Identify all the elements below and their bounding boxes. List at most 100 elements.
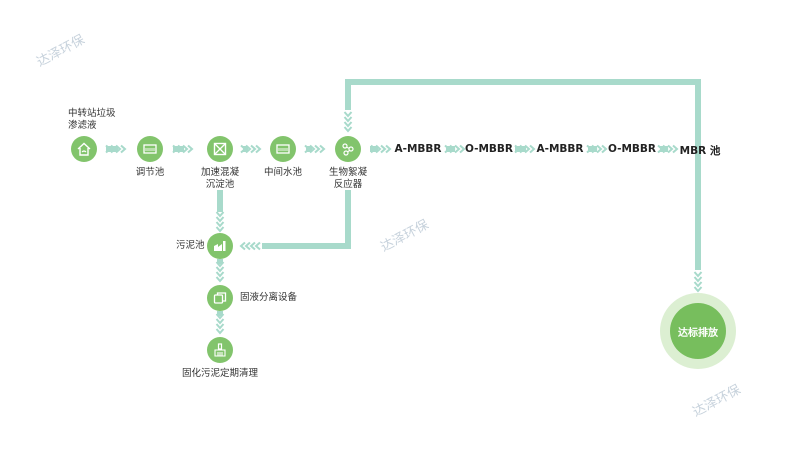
- arrow-coagulation-to-sludge: [215, 211, 225, 233]
- flow-chevron: [370, 144, 377, 154]
- bio-flocculation-node: [335, 136, 361, 162]
- discharge-label: 达标排放: [678, 327, 718, 339]
- sludge-tank-node: [207, 233, 233, 259]
- flow-chevron: [693, 281, 703, 288]
- arrow-to-a-mbbr: [370, 144, 392, 154]
- flow-chevron: [319, 144, 326, 154]
- flow-chevron: [601, 144, 608, 154]
- arrow-to-regulating-tank: [105, 144, 127, 154]
- flow-chevron: [215, 313, 225, 320]
- arrow-to-sludge-tank: [239, 241, 261, 251]
- flow-chevron: [255, 144, 262, 154]
- arrow-to-o-mbbr: [444, 144, 466, 154]
- flow-chevron: [120, 144, 127, 154]
- arrow-to-discharge: [693, 271, 703, 293]
- flow-chevron: [657, 144, 664, 154]
- coagulation-node: [207, 136, 233, 162]
- flow-chevron: [245, 144, 252, 154]
- mixer-icon: [213, 142, 227, 156]
- stage-o-mbbr-1: O-MBBR: [464, 143, 514, 155]
- flow-chevron: [529, 144, 536, 154]
- flow-chevron: [343, 116, 353, 123]
- flow-chevron: [244, 241, 251, 251]
- flow-chevron: [250, 144, 257, 154]
- sludge-icon: [214, 241, 226, 251]
- flow-chevron: [215, 323, 225, 330]
- flow-chevron: [385, 144, 392, 154]
- flow-chevron: [444, 144, 451, 154]
- flow-chevron: [380, 144, 387, 154]
- regulating-tank-label: 调节池: [135, 167, 165, 178]
- arrow-to-separation: [215, 261, 225, 283]
- flow-chevron: [693, 286, 703, 293]
- regulating-tank-node: [137, 136, 163, 162]
- flow-chevron: [115, 144, 122, 154]
- solid-cleanup-label: 固化污泥定期清理: [181, 368, 259, 379]
- flow-chevron: [662, 144, 669, 154]
- flow-chevron: [454, 144, 461, 154]
- arrow-to-mbr: [657, 144, 679, 154]
- sludge-tank-label: 污泥池: [176, 240, 205, 251]
- tank-icon: [143, 144, 157, 154]
- flow-chevron: [519, 144, 526, 154]
- flow-chevron: [449, 144, 456, 154]
- flow-chevron: [314, 144, 321, 154]
- flow-chevron: [182, 144, 189, 154]
- flow-chevron: [254, 241, 261, 251]
- solid-cleanup-node: [207, 337, 233, 363]
- flow-chevron: [596, 144, 603, 154]
- flow-chevron: [239, 241, 246, 251]
- flow-chevron: [343, 121, 353, 128]
- flow-chevron: [524, 144, 531, 154]
- flow-chevron: [215, 276, 225, 283]
- flow-chevron: [215, 266, 225, 273]
- flow-chevron: [249, 241, 256, 251]
- flow-chevron: [309, 144, 316, 154]
- arrow-return-to-bio-flocculation: [343, 111, 353, 133]
- flow-chevron: [187, 144, 194, 154]
- flow-chevron: [586, 144, 593, 154]
- flow-chevron: [591, 144, 598, 154]
- flow-chevron: [667, 144, 674, 154]
- stage-mbr-tank: MBR 池: [679, 145, 721, 157]
- house-icon-node: [71, 136, 97, 162]
- flow-chevron: [215, 211, 225, 218]
- pipes: [106, 79, 701, 316]
- brush-icon: [214, 343, 226, 357]
- separation-label: 固液分离设备: [240, 292, 298, 303]
- bio-flocculation-label: 生物絮凝 反应器: [328, 167, 368, 190]
- flow-chevron: [375, 144, 382, 154]
- transfer-station-label: 中转站垃圾 渗滤液: [68, 108, 116, 131]
- flow-chevron: [172, 144, 179, 154]
- flow-chevron: [215, 221, 225, 228]
- flow-chevron: [693, 276, 703, 283]
- sludge-return-pipe: [262, 190, 351, 249]
- flow-chevron: [215, 216, 225, 223]
- flow-chevron: [459, 144, 466, 154]
- flow-chevron: [343, 111, 353, 118]
- arrow-to-o-mbbr-2: [586, 144, 608, 154]
- intermediate-tank-label: 中间水池: [263, 167, 303, 178]
- flow-chevron: [304, 144, 311, 154]
- arrow-to-coagulation: [172, 144, 194, 154]
- stage-a-mbbr-1: A-MBBR: [394, 143, 442, 155]
- stage-o-mbbr-2: O-MBBR: [607, 143, 657, 155]
- arrow-to-cleanup: [215, 313, 225, 335]
- flow-chevron: [672, 144, 679, 154]
- flow-chevrons: [105, 111, 703, 335]
- flow-chevron: [215, 226, 225, 233]
- flow-chevron: [215, 261, 225, 268]
- intermediate-tank-node: [270, 136, 296, 162]
- flow-chevron: [215, 328, 225, 335]
- arrow-to-intermediate-tank: [240, 144, 262, 154]
- flow-chevron: [105, 144, 112, 154]
- arrow-to-bio-flocculation: [304, 144, 326, 154]
- flow-chevron: [110, 144, 117, 154]
- arrow-to-a-mbbr-2: [514, 144, 536, 154]
- discharge-circle: 达标排放: [670, 303, 726, 359]
- flow-chevron: [514, 144, 521, 154]
- flow-chevron: [240, 144, 247, 154]
- flow-chevron: [215, 271, 225, 278]
- house-icon: [77, 142, 91, 156]
